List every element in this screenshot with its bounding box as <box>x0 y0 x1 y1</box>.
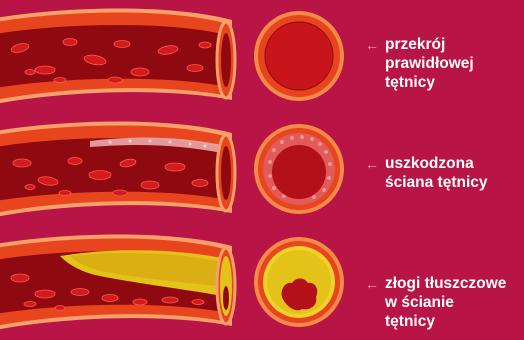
stage-plaque: ← złogi tłuszczowe w ścianie tętnicy <box>0 226 524 338</box>
arrow-left-icon: ← <box>365 275 379 294</box>
label-text: przekrój prawidłowej tętnicy <box>385 35 474 92</box>
label-healthy-section: ← przekrój prawidłowej tętnicy <box>365 35 520 92</box>
cross-section-damaged <box>252 122 346 216</box>
artery-longitudinal-damaged <box>0 113 240 225</box>
cross-section-healthy <box>252 9 346 103</box>
arrow-left-icon: ← <box>365 36 379 55</box>
arrow-left-icon: ← <box>365 155 379 174</box>
stage-damaged: ← uszkodzona ściana tętnicy <box>0 113 524 225</box>
label-text: złogi tłuszczowe w ścianie tętnicy <box>385 274 506 331</box>
label-plaque: ← złogi tłuszczowe w ścianie tętnicy <box>365 274 520 331</box>
stage-healthy: ← przekrój prawidłowej tętnicy <box>0 0 524 112</box>
label-text: uszkodzona ściana tętnicy <box>385 154 488 192</box>
cross-section-plaque <box>252 235 346 329</box>
artery-longitudinal-healthy <box>0 0 240 112</box>
artery-longitudinal-plaque <box>0 226 240 338</box>
label-damaged-wall: ← uszkodzona ściana tętnicy <box>365 154 520 192</box>
